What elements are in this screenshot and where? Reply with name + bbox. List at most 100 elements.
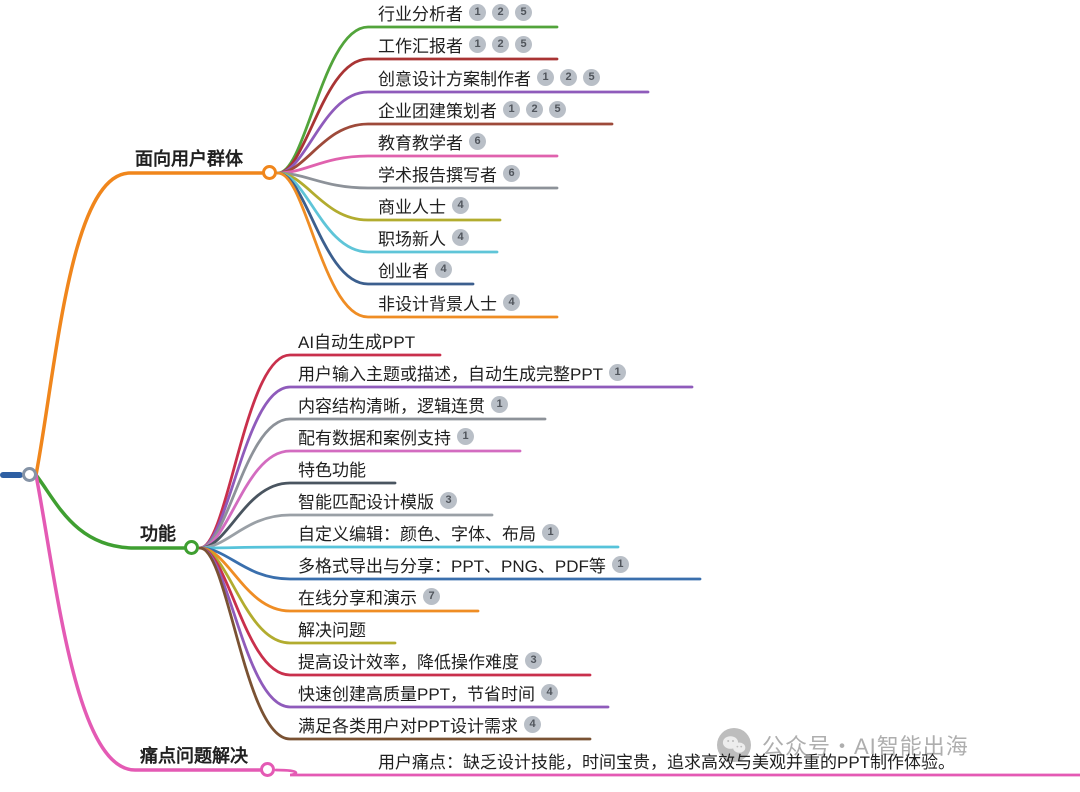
leaf-node-text: 智能匹配设计模版 bbox=[298, 492, 434, 512]
marker-badge[interactable]: 1 bbox=[611, 555, 629, 573]
leaf-node-text: 特色功能 bbox=[298, 460, 366, 480]
marker-badge[interactable]: 1 bbox=[542, 523, 559, 541]
root-node[interactable] bbox=[22, 467, 37, 482]
marker-badge[interactable]: 5 bbox=[515, 35, 532, 53]
marker-badge[interactable]: 3 bbox=[440, 491, 457, 509]
leaf-node-text: AI自动生成PPT bbox=[298, 332, 416, 352]
marker-badge[interactable]: 2 bbox=[492, 35, 509, 53]
leaf-node-text: 职场新人 bbox=[378, 229, 446, 249]
marker-badge[interactable]: 6 bbox=[469, 132, 486, 150]
leaf-curve bbox=[198, 513, 494, 550]
leaf-node[interactable]: 非设计背景人士 4 bbox=[378, 289, 520, 315]
leaf-node[interactable]: 配有数据和案例支持 1 bbox=[298, 423, 474, 449]
marker-badge[interactable]: 4 bbox=[452, 228, 469, 246]
leaf-curve bbox=[198, 449, 522, 550]
leaf-node[interactable]: 解决问题 bbox=[298, 615, 366, 641]
marker-badge[interactable]: 2 bbox=[560, 68, 577, 86]
marker-badge[interactable]: 4 bbox=[524, 715, 542, 733]
leaf-node-text: 创业者 bbox=[378, 261, 429, 281]
leaf-node[interactable]: 内容结构清晰，逻辑连贯 1 bbox=[298, 391, 508, 417]
marker-badge[interactable]: 4 bbox=[541, 683, 559, 701]
watermark: 公众号・AI智能出海 bbox=[716, 727, 969, 763]
leaf-node-text: 多格式导出与分享：PPT、PNG、PDF等 bbox=[298, 556, 606, 576]
leaf-node[interactable]: 满足各类用户对PPT设计需求 4 bbox=[298, 711, 542, 737]
leaf-node-text: 商业人士 bbox=[378, 197, 446, 217]
marker-badge[interactable]: 1 bbox=[491, 395, 508, 413]
leaf-node[interactable]: 特色功能 bbox=[298, 455, 366, 481]
leaf-node-text: 提高设计效率，降低操作难度 bbox=[298, 652, 519, 672]
leaf-node[interactable]: 商业人士 4 bbox=[378, 192, 469, 218]
leaf-node-text: 创意设计方案制作者 bbox=[378, 69, 531, 89]
leaf-curve bbox=[198, 481, 397, 550]
marker-badge[interactable]: 1 bbox=[469, 35, 486, 53]
branch-node[interactable]: 痛点问题解决 bbox=[140, 742, 248, 768]
leaf-curve bbox=[276, 90, 650, 175]
leaf-node[interactable]: 用户痛点：缺乏设计技能，时间宝贵，追求高效与美观并重的PPT制作体验。 bbox=[378, 747, 955, 773]
leaf-node-text: 配有数据和案例支持 bbox=[298, 428, 451, 448]
leaf-node[interactable]: 快速创建高质量PPT，节省时间 4 bbox=[298, 679, 559, 705]
leaf-node-text: 解决问题 bbox=[298, 620, 366, 640]
marker-badge[interactable]: 1 bbox=[457, 427, 474, 445]
branch-collapse-handle[interactable] bbox=[260, 762, 275, 777]
leaf-node-text: 企业团建策划者 bbox=[378, 101, 497, 121]
branch-collapse-handle[interactable] bbox=[262, 165, 277, 180]
leaf-node[interactable]: 创业者 4 bbox=[378, 256, 452, 282]
leaf-node-text: 快速创建高质量PPT，节省时间 bbox=[298, 684, 536, 704]
leaf-node-text: 满足各类用户对PPT设计需求 bbox=[298, 716, 519, 736]
marker-badge[interactable]: 1 bbox=[503, 100, 520, 118]
marker-badge[interactable]: 2 bbox=[492, 3, 509, 21]
leaf-node[interactable]: 智能匹配设计模版 3 bbox=[298, 487, 457, 513]
branch-node[interactable]: 面向用户群体 bbox=[135, 145, 243, 171]
leaf-node[interactable]: 用户输入主题或描述，自动生成完整PPT 1 bbox=[298, 359, 627, 385]
leaf-node-text: 内容结构清晰，逻辑连贯 bbox=[298, 396, 485, 416]
leaf-node[interactable]: 教育教学者 6 bbox=[378, 128, 486, 154]
leaf-node-text: 行业分析者 bbox=[378, 4, 463, 24]
leaf-curve bbox=[276, 171, 559, 319]
branch-curve bbox=[34, 473, 186, 550]
leaf-node-text: 非设计背景人士 bbox=[378, 294, 497, 314]
watermark-text: 公众号・AI智能出海 bbox=[762, 734, 969, 759]
leaf-node[interactable]: 在线分享和演示 7 bbox=[298, 583, 440, 609]
marker-badge[interactable]: 5 bbox=[515, 3, 532, 21]
leaf-node-text: 用户输入主题或描述，自动生成完整PPT bbox=[298, 364, 604, 384]
marker-badge[interactable]: 5 bbox=[549, 100, 566, 118]
marker-badge[interactable]: 4 bbox=[452, 196, 469, 214]
leaf-node[interactable]: 自定义编辑：颜色、字体、布局 1 bbox=[298, 519, 559, 545]
leaf-node[interactable]: AI自动生成PPT bbox=[298, 327, 415, 353]
leaf-node[interactable]: 提高设计效率，降低操作难度 3 bbox=[298, 647, 542, 673]
branch-node-text: 功能 bbox=[140, 524, 176, 544]
branch-collapse-handle[interactable] bbox=[184, 540, 199, 555]
marker-badge[interactable]: 3 bbox=[525, 651, 542, 669]
marker-badge[interactable]: 2 bbox=[526, 100, 543, 118]
leaf-node-text: 自定义编辑：颜色、字体、布局 bbox=[298, 524, 536, 544]
leaf-node-text: 在线分享和演示 bbox=[298, 588, 417, 608]
leaf-node-text: 用户痛点：缺乏设计技能，时间宝贵，追求高效与美观并重的PPT制作体验。 bbox=[378, 752, 956, 772]
branch-node-text: 痛点问题解决 bbox=[140, 746, 248, 766]
leaf-curve bbox=[274, 768, 1080, 777]
leaf-node[interactable]: 多格式导出与分享：PPT、PNG、PDF等 1 bbox=[298, 551, 629, 577]
leaf-node[interactable]: 职场新人 4 bbox=[378, 224, 469, 250]
marker-badge[interactable]: 1 bbox=[537, 68, 554, 86]
marker-badge[interactable]: 1 bbox=[609, 363, 627, 381]
marker-badge[interactable]: 1 bbox=[469, 3, 486, 21]
marker-badge[interactable]: 7 bbox=[423, 587, 440, 605]
branch-node-text: 面向用户群体 bbox=[135, 149, 243, 169]
leaf-node-text: 学术报告撰写者 bbox=[378, 165, 497, 185]
leaf-node-text: 教育教学者 bbox=[378, 133, 463, 153]
marker-badge[interactable]: 4 bbox=[503, 293, 520, 311]
marker-badge[interactable]: 6 bbox=[503, 164, 520, 182]
marker-badge[interactable]: 5 bbox=[583, 68, 600, 86]
leaf-node[interactable]: 学术报告撰写者 6 bbox=[378, 160, 520, 186]
leaf-curve bbox=[198, 546, 592, 741]
wechat-icon bbox=[717, 728, 751, 762]
branch-node[interactable]: 功能 bbox=[140, 520, 176, 546]
leaf-node-text: 工作汇报者 bbox=[378, 36, 463, 56]
marker-badge[interactable]: 4 bbox=[435, 260, 452, 278]
branch-curve bbox=[34, 473, 262, 772]
